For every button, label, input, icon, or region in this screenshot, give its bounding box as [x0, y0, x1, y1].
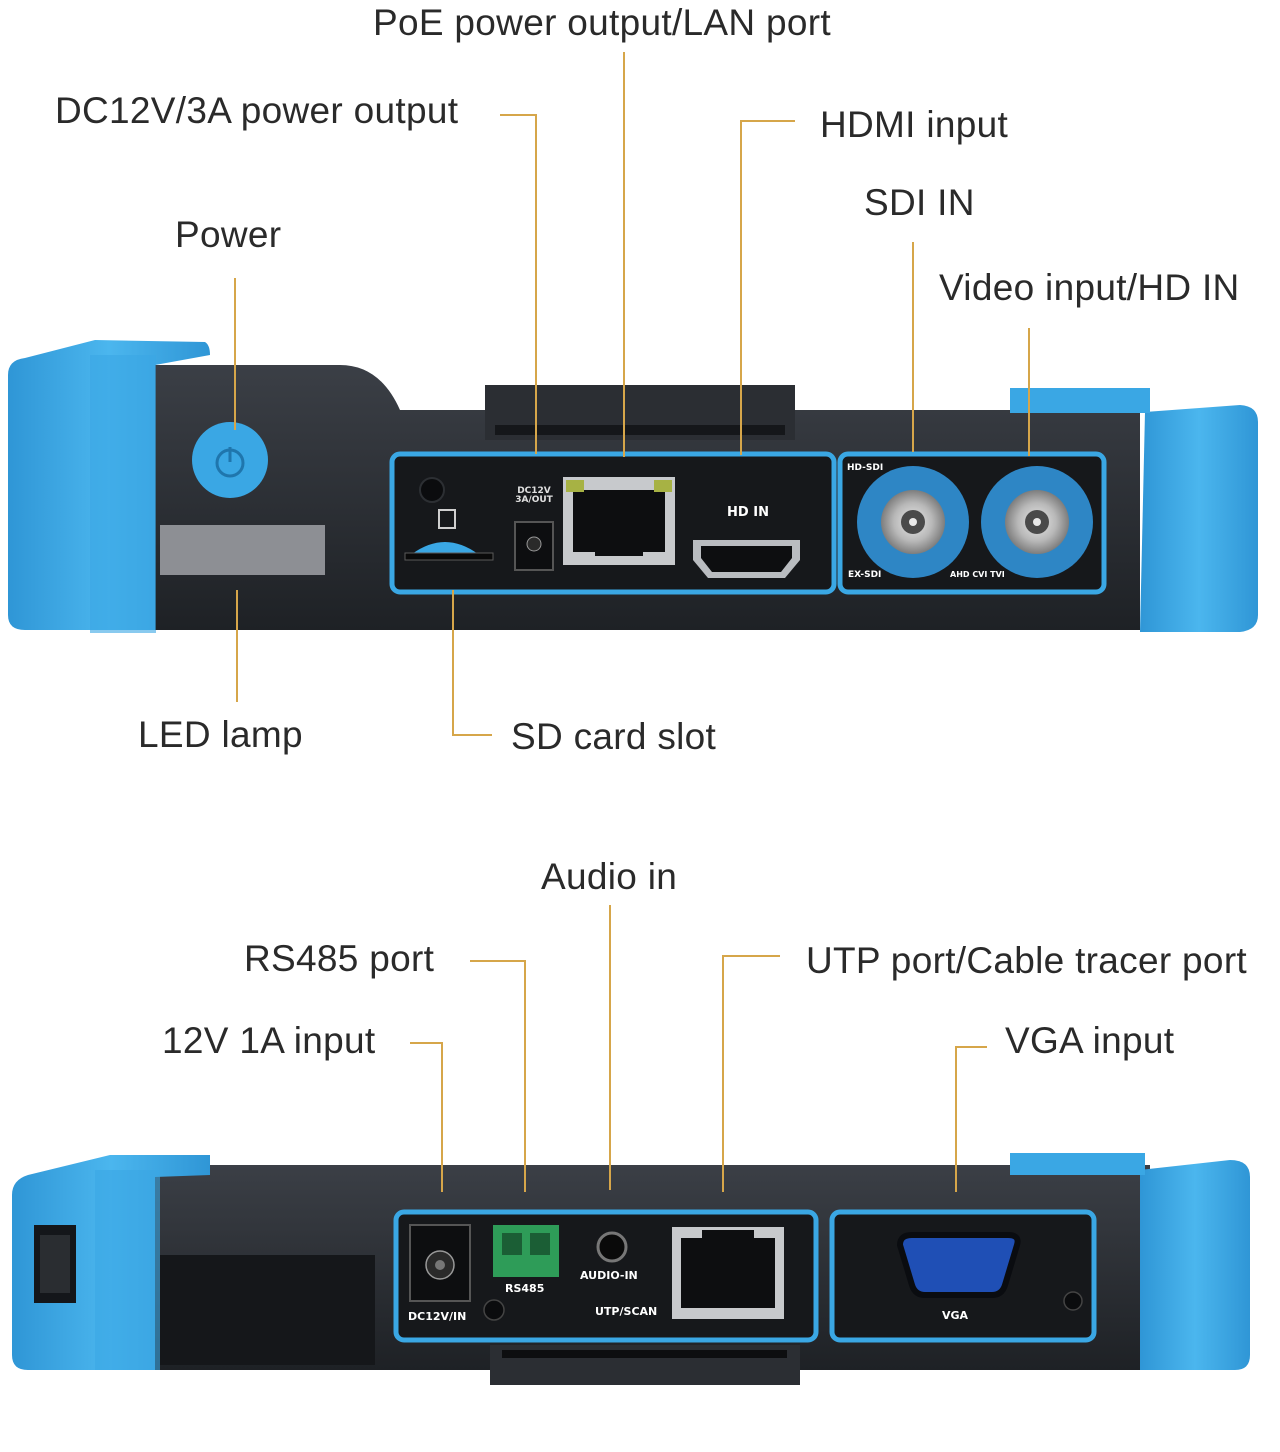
callout-sdi-in: SDI IN — [864, 182, 975, 223]
callout-rs485-port: RS485 port — [244, 938, 435, 979]
leader-led — [236, 590, 238, 702]
leader-vga-v — [955, 1046, 957, 1192]
callout-hdmi-input: HDMI input — [820, 104, 1009, 145]
leader-utp-v — [722, 955, 724, 1192]
leader-utp-h — [722, 955, 780, 957]
tester-bottom-view — [12, 1153, 1250, 1385]
leader-power — [234, 278, 236, 430]
side-label-plate — [160, 525, 325, 575]
audio-in-jack — [596, 1231, 628, 1263]
callout-poe-lan: PoE power output/LAN port — [373, 2, 831, 43]
callout-dc12v-output: DC12V/3A power output — [55, 90, 459, 131]
leader-vga-h — [955, 1046, 987, 1048]
leader-video — [1028, 328, 1030, 456]
leader-dc-out-h — [500, 114, 536, 116]
hdmi-port-text: HD IN — [727, 505, 769, 520]
callout-utp-port: UTP port/Cable tracer port — [806, 940, 1248, 981]
ahd-port-text: AHD CVI TVI — [950, 570, 1005, 579]
callout-video-input: Video input/HD IN — [939, 267, 1240, 308]
panel-screw-right — [1063, 1291, 1083, 1311]
leader-sd-h — [452, 734, 492, 736]
rs485-port-text: RS485 — [505, 1282, 545, 1295]
hdsdi-port-text: HD-SDI — [847, 463, 884, 473]
vga-port-text: VGA — [942, 1309, 969, 1322]
audio-port-text: AUDIO-IN — [580, 1269, 638, 1282]
leader-12v-v — [441, 1042, 443, 1192]
callout-12v-input: 12V 1A input — [162, 1020, 376, 1061]
leader-hdmi-v — [740, 120, 742, 455]
leader-audio — [609, 905, 611, 1190]
vga-port — [896, 1232, 1021, 1298]
panel-screw — [483, 1299, 505, 1321]
leader-12v-h — [410, 1042, 442, 1044]
right-bumper — [1140, 405, 1258, 632]
exsdi-port-text: EX-SDI — [848, 570, 882, 580]
dcin-port-text: DC12V/IN — [408, 1310, 467, 1323]
dc-out-port-text: DC12V 3A/OUT — [515, 486, 553, 505]
leader-poe — [623, 52, 625, 457]
led-lamp — [419, 477, 445, 503]
leader-dc-out-v — [535, 114, 537, 454]
callout-audio-in: Audio in — [541, 856, 678, 897]
callout-vga-input: VGA input — [1005, 1020, 1175, 1061]
leader-hdmi-h — [740, 120, 795, 122]
utp-port-text: UTP/SCAN — [595, 1305, 658, 1318]
leader-rs485-h — [470, 960, 525, 962]
right-bumper-bottom — [1140, 1160, 1250, 1370]
leader-sdi — [912, 242, 914, 452]
tester-top-view — [8, 340, 1258, 633]
leader-rs485-v — [524, 960, 526, 1192]
sd-card-slot — [404, 552, 494, 561]
callout-sd-card-slot: SD card slot — [511, 716, 717, 757]
callout-power: Power — [175, 214, 282, 255]
leader-sd-v — [452, 590, 454, 735]
callout-led-lamp: LED lamp — [138, 714, 303, 755]
